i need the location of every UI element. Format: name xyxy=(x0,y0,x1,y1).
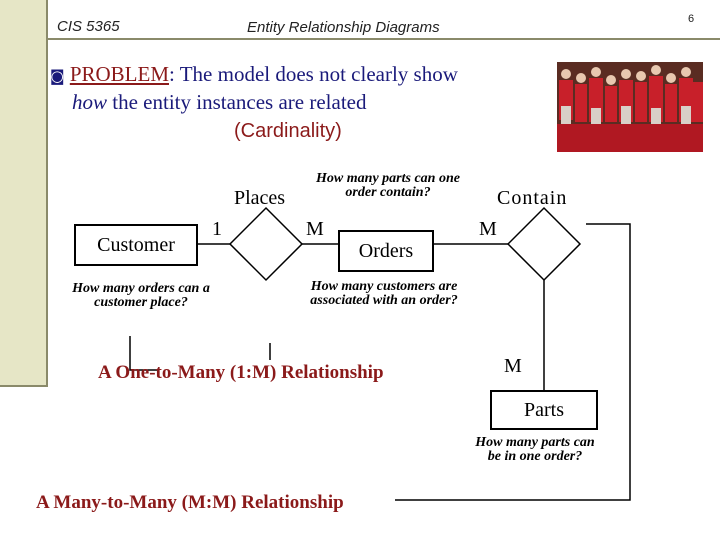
bracket-one-to-many-left xyxy=(129,336,158,371)
cardinality-customer-places: 1 xyxy=(212,218,222,240)
problem-text-line1: : The model does not clearly show xyxy=(169,62,458,86)
entity-orders: Orders xyxy=(338,230,434,272)
cardinality-heading: (Cardinality) xyxy=(234,120,342,142)
entity-parts: Parts xyxy=(490,390,598,430)
slide-title: Entity Relationship Diagrams xyxy=(247,19,440,36)
cardinality-orders-contain: M xyxy=(479,218,497,240)
page-number: 6 xyxy=(688,13,695,25)
caption-many-to-many: A Many-to-Many (M:M) Relationship xyxy=(36,492,344,513)
problem-statement: ◙ PROBLEM: The model does not clearly sh… xyxy=(50,61,550,115)
relationship-places-label: Places xyxy=(234,187,286,209)
cardinality-places-orders: M xyxy=(306,218,324,240)
cardinality-contain-parts: M xyxy=(504,355,522,377)
places-diamond xyxy=(228,206,304,282)
question-orders-per-customer: How many orders can a customer place? xyxy=(72,281,210,310)
photo-crowd-image xyxy=(557,62,703,152)
problem-text-line2: the entity instances are related xyxy=(107,90,367,114)
course-code: CIS 5365 xyxy=(57,18,120,35)
slide-sidebar xyxy=(0,0,48,387)
entity-customer: Customer xyxy=(74,224,198,266)
question-orders-per-part: How many parts can be in one order? xyxy=(475,435,595,464)
question-customers-per-order: How many customers are associated with a… xyxy=(310,279,458,308)
problem-text-how: how xyxy=(72,90,108,114)
bullet-icon: ◙ xyxy=(50,67,65,85)
relationship-contain-label: Contain xyxy=(497,187,568,209)
bracket-many-to-many xyxy=(395,223,631,501)
photo-crowd-of-clergy xyxy=(557,62,703,152)
problem-keyword: PROBLEM xyxy=(69,62,169,86)
header-rule xyxy=(46,38,720,40)
question-parts-per-order: How many parts can one order contain? xyxy=(316,171,460,200)
contain-diamond xyxy=(506,206,582,282)
caption-one-to-many: A One-to-Many (1:M) Relationship xyxy=(98,362,384,383)
